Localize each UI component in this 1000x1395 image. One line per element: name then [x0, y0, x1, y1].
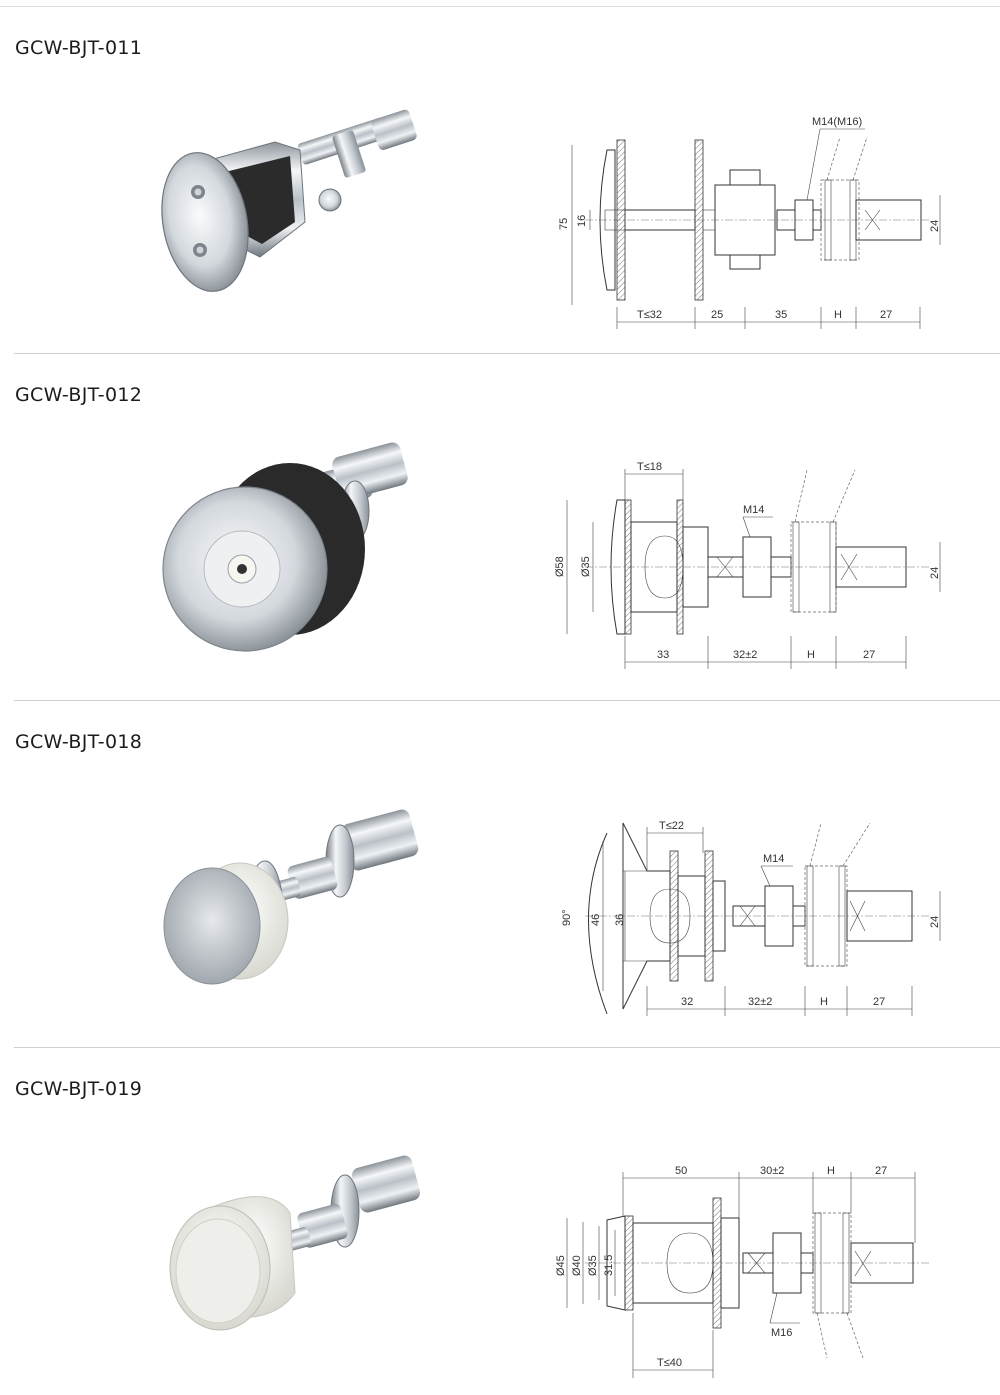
dim-d35: Ø35: [587, 1255, 599, 1276]
dim-diameter: 24: [929, 567, 941, 579]
dim-outer: Ø58: [554, 556, 566, 577]
product-section-019: GCW-BJT-019 50 3: [0, 1048, 1000, 1395]
product-photo: [162, 442, 408, 652]
dim-t: T≤18: [637, 461, 662, 473]
section-divider: [14, 1047, 1000, 1048]
dim-thread: M14: [763, 853, 784, 865]
product-model-title: GCW-BJT-011: [15, 37, 143, 59]
technical-drawing: 90° 46 36 24 T≤22 M14 32 32±2 H 27: [561, 820, 941, 1016]
section-divider: [14, 700, 1000, 701]
product-photo: [163, 809, 419, 985]
dim-inner: Ø35: [580, 556, 592, 577]
technical-drawing: 50 30±2 H 27 Ø45 Ø40 Ø35 31.5 M16 T≤40: [555, 1165, 930, 1378]
dim-d1: 25: [711, 309, 723, 321]
dim-top1: 50: [675, 1165, 687, 1177]
technical-drawing: 75 16 24 M14(M16) T≤32 25 35 H 27: [558, 116, 941, 329]
top-rule: [0, 6, 1000, 7]
dim-d3: 27: [863, 649, 875, 661]
dim-d2: 32±2: [748, 996, 772, 1008]
section-divider: [14, 353, 1000, 354]
dim-d315: 31.5: [603, 1255, 615, 1276]
product-model-title: GCW-BJT-018: [15, 731, 143, 753]
dim-t: T≤22: [659, 820, 684, 832]
dim-d2: 32±2: [733, 649, 757, 661]
dim-h: H: [827, 1165, 835, 1177]
product-photo: [161, 109, 417, 292]
dim-top3: 27: [875, 1165, 887, 1177]
dim-outer: 46: [590, 914, 602, 926]
dim-d45: Ø45: [555, 1255, 567, 1276]
dim-h: H: [807, 649, 815, 661]
product-section-012: GCW-BJT-012 Ø58 Ø35 24: [0, 354, 1000, 701]
dim-d2: 35: [775, 309, 787, 321]
dim-d1: 32: [681, 996, 693, 1008]
product-model-title: GCW-BJT-012: [15, 384, 143, 406]
dim-d40: Ø40: [571, 1255, 583, 1276]
dim-top2: 30±2: [760, 1165, 784, 1177]
dim-d1: 33: [657, 649, 669, 661]
dim-t: T≤40: [657, 1357, 682, 1369]
dim-diameter: 24: [929, 916, 941, 928]
dim-t: T≤32: [637, 309, 662, 321]
dim-inner: 16: [576, 215, 588, 227]
dim-thread: M14: [743, 504, 764, 516]
technical-drawing: Ø58 Ø35 24 T≤18 M14 33 32±2 H 27: [554, 461, 941, 669]
product-section-011: GCW-BJT-011: [0, 7, 1000, 354]
dim-thread: M16: [771, 1327, 792, 1339]
dim-thread: M14(M16): [812, 116, 862, 128]
dim-height: 75: [558, 218, 570, 230]
dim-h: H: [834, 309, 842, 321]
dim-d3: 27: [880, 309, 892, 321]
dim-d3: 27: [873, 996, 885, 1008]
dim-diameter: 24: [929, 220, 941, 232]
product-photo: [169, 1155, 421, 1331]
product-model-title: GCW-BJT-019: [15, 1078, 143, 1100]
dim-inner: 36: [614, 914, 626, 926]
product-section-018: GCW-BJT-018 90° 46: [0, 701, 1000, 1048]
dim-h: H: [820, 996, 828, 1008]
dim-angle: 90°: [561, 909, 573, 926]
